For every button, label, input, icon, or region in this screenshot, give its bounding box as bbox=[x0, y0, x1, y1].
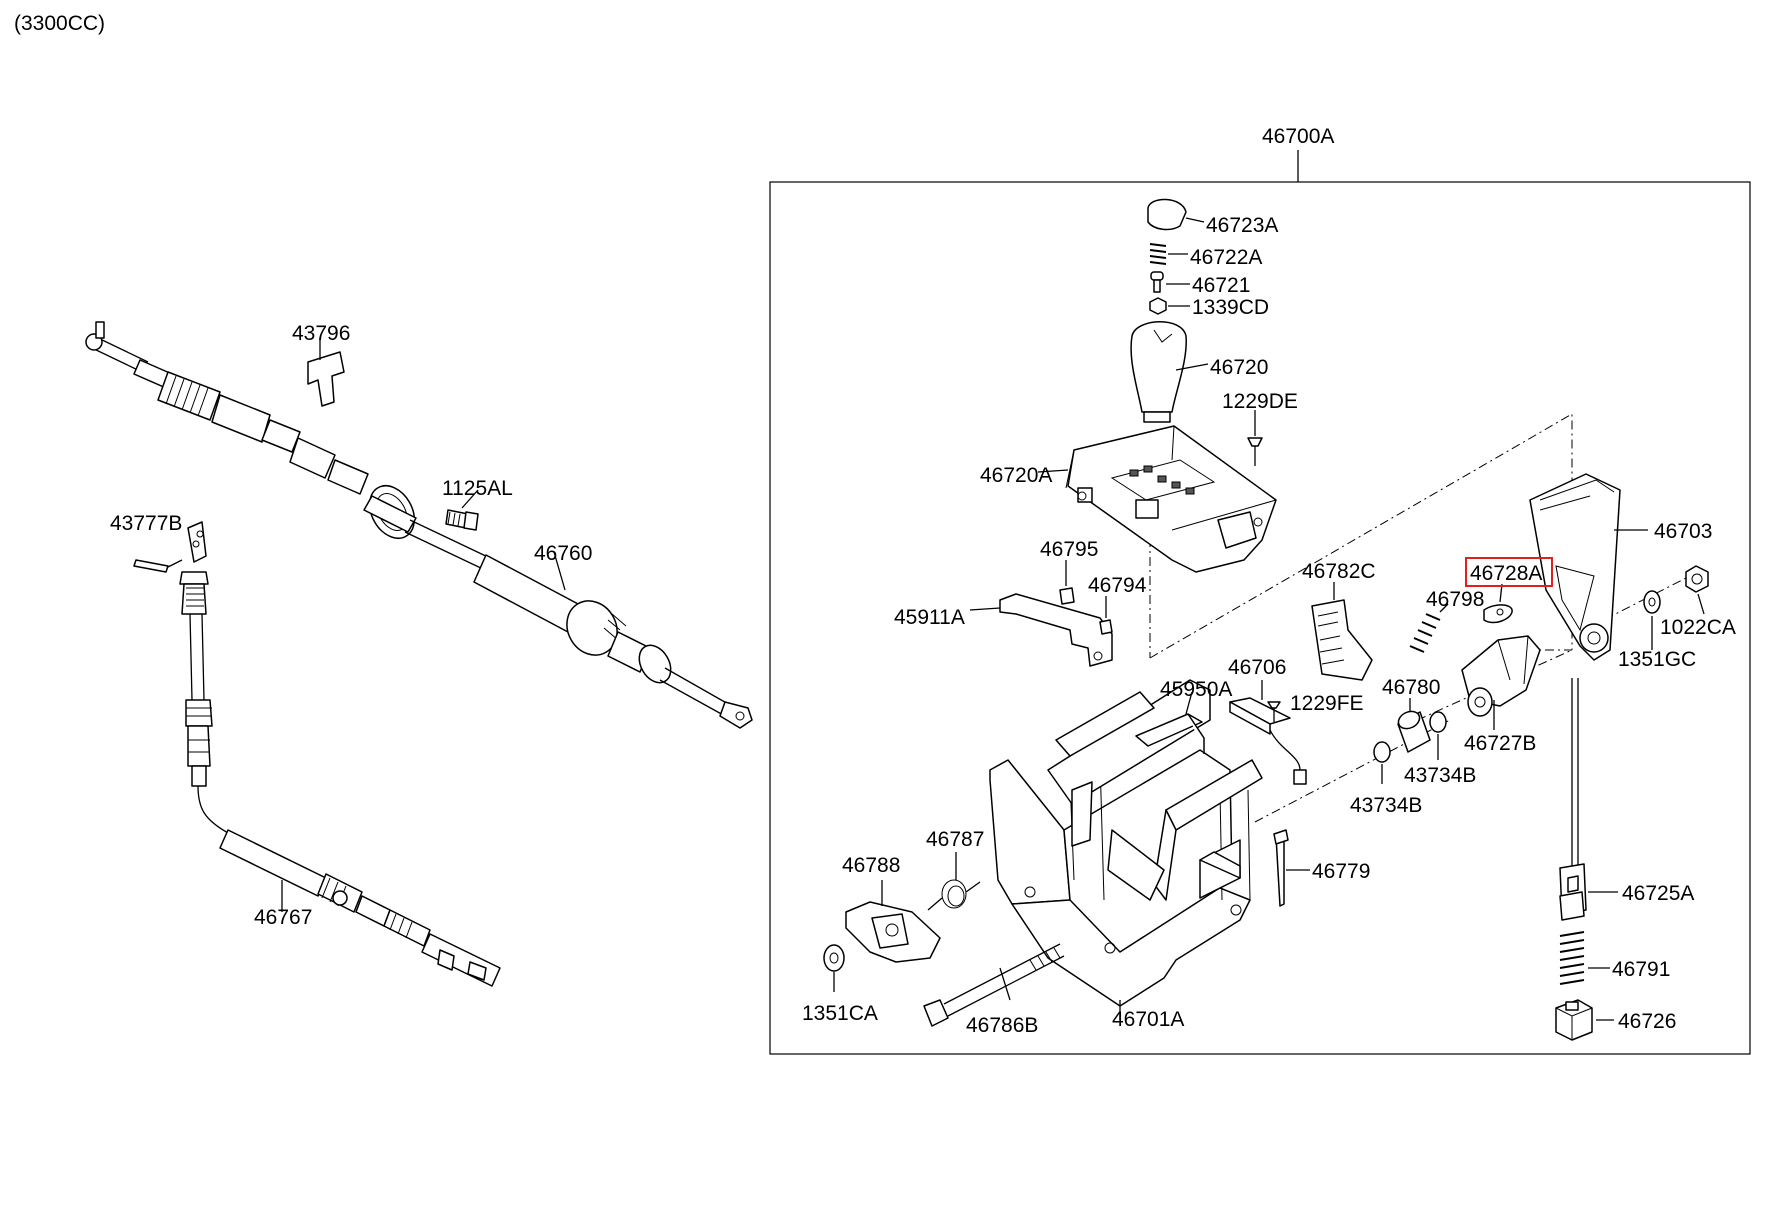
leader-46760 bbox=[553, 551, 566, 591]
block-46726 bbox=[1555, 999, 1614, 1041]
callout-46701A: 46701A bbox=[1112, 1008, 1184, 1031]
bracket-45911A bbox=[969, 593, 1113, 667]
callout-45950A: 45950A bbox=[1160, 678, 1232, 701]
callout-46720: 46720 bbox=[1210, 356, 1268, 379]
shift-cable-46760 bbox=[85, 321, 753, 729]
washer-1351GC bbox=[1643, 590, 1661, 650]
callout-46798: 46798 bbox=[1426, 588, 1484, 611]
callout-1351CA: 1351CA bbox=[802, 1002, 878, 1025]
highlight-box bbox=[1465, 557, 1553, 587]
callout-1229DE: 1229DE bbox=[1222, 390, 1298, 413]
callout-45911A: 45911A bbox=[894, 606, 965, 629]
clip-43796 bbox=[307, 338, 345, 407]
assembly-label: 46700A bbox=[1262, 125, 1334, 148]
callout-46720A: 46720A bbox=[980, 464, 1052, 487]
spring-46798 bbox=[1409, 603, 1449, 653]
spring-46791 bbox=[1559, 931, 1610, 985]
callout-43796: 43796 bbox=[292, 322, 350, 345]
assembly-box bbox=[769, 181, 1751, 1055]
indicator-cover-46720A bbox=[1037, 425, 1277, 573]
knob-button-46723A bbox=[1147, 198, 1205, 231]
roller-46780 bbox=[1397, 698, 1431, 753]
bolt-1125AL bbox=[445, 489, 479, 531]
callout-46721: 46721 bbox=[1192, 274, 1250, 297]
nut-1339CD bbox=[1149, 297, 1190, 315]
callout-46725A: 46725A bbox=[1622, 882, 1694, 905]
spring-46787 bbox=[927, 852, 981, 911]
spring-46722A bbox=[1149, 243, 1188, 265]
callout-46703: 46703 bbox=[1654, 520, 1712, 543]
callout-46795: 46795 bbox=[1040, 538, 1098, 561]
washer-43734B-a bbox=[1429, 711, 1447, 760]
screw-1229DE bbox=[1247, 410, 1263, 466]
callout-46726: 46726 bbox=[1618, 1010, 1676, 1033]
clip-43777B bbox=[133, 559, 183, 573]
switch-46706 bbox=[1229, 680, 1307, 785]
clip-46795 bbox=[1059, 560, 1075, 605]
callout-labels: 43796 1125AL 46760 43777B 46767 46723A 4… bbox=[110, 214, 1736, 1037]
callout-46786B: 46786B bbox=[966, 1014, 1038, 1037]
lever-46703 bbox=[1529, 473, 1648, 661]
callout-43777B: 43777B bbox=[110, 512, 182, 535]
callout-46727B: 46727B bbox=[1464, 732, 1536, 755]
pin-46721 bbox=[1150, 271, 1190, 293]
callout-46787: 46787 bbox=[926, 828, 984, 851]
shift-cable-46767 bbox=[179, 521, 501, 987]
nut-1022CA bbox=[1685, 565, 1709, 615]
callout-46722A: 46722A bbox=[1190, 246, 1262, 269]
callout-46779: 46779 bbox=[1312, 860, 1370, 883]
bracket-45950A bbox=[1135, 691, 1205, 754]
callout-46794: 46794 bbox=[1088, 574, 1147, 597]
callout-43734B-b: 43734B bbox=[1350, 794, 1422, 817]
callout-46782C: 46782C bbox=[1302, 560, 1376, 583]
rod-46779 bbox=[1273, 829, 1310, 907]
washer-43734B-b bbox=[1373, 741, 1391, 784]
detent-lever-46727B bbox=[1461, 635, 1541, 730]
callout-46760: 46760 bbox=[534, 542, 592, 565]
shifter-base-46701A bbox=[989, 679, 1263, 1020]
callout-1022CA: 1022CA bbox=[1660, 616, 1736, 639]
indicator-plate-46782C bbox=[1311, 582, 1373, 681]
shift-knob-46720 bbox=[1130, 321, 1209, 423]
callout-46728A: 46728A bbox=[1470, 562, 1542, 585]
callout-46788: 46788 bbox=[842, 854, 900, 877]
bolt-46786B bbox=[923, 943, 1065, 1027]
washer-1351CA bbox=[823, 944, 845, 992]
callout-1229FE: 1229FE bbox=[1290, 692, 1364, 715]
callout-46791: 46791 bbox=[1612, 958, 1670, 981]
callout-1125AL: 1125AL bbox=[442, 477, 513, 500]
engine-note: (3300CC) bbox=[14, 12, 105, 35]
callout-46706: 46706 bbox=[1228, 656, 1286, 679]
callout-46767: 46767 bbox=[254, 906, 312, 929]
callout-1351GC: 1351GC bbox=[1618, 648, 1696, 671]
callout-1339CD: 1339CD bbox=[1192, 296, 1269, 319]
callout-46723A: 46723A bbox=[1206, 214, 1278, 237]
screw-1229FE bbox=[1267, 701, 1281, 722]
bracket-46788 bbox=[845, 880, 941, 963]
rod-46725A bbox=[1559, 678, 1618, 921]
callout-46780: 46780 bbox=[1382, 676, 1440, 699]
clip-46794 bbox=[1099, 596, 1113, 635]
clip-46728A bbox=[1483, 583, 1513, 624]
callout-43734B-a: 43734B bbox=[1404, 764, 1476, 787]
